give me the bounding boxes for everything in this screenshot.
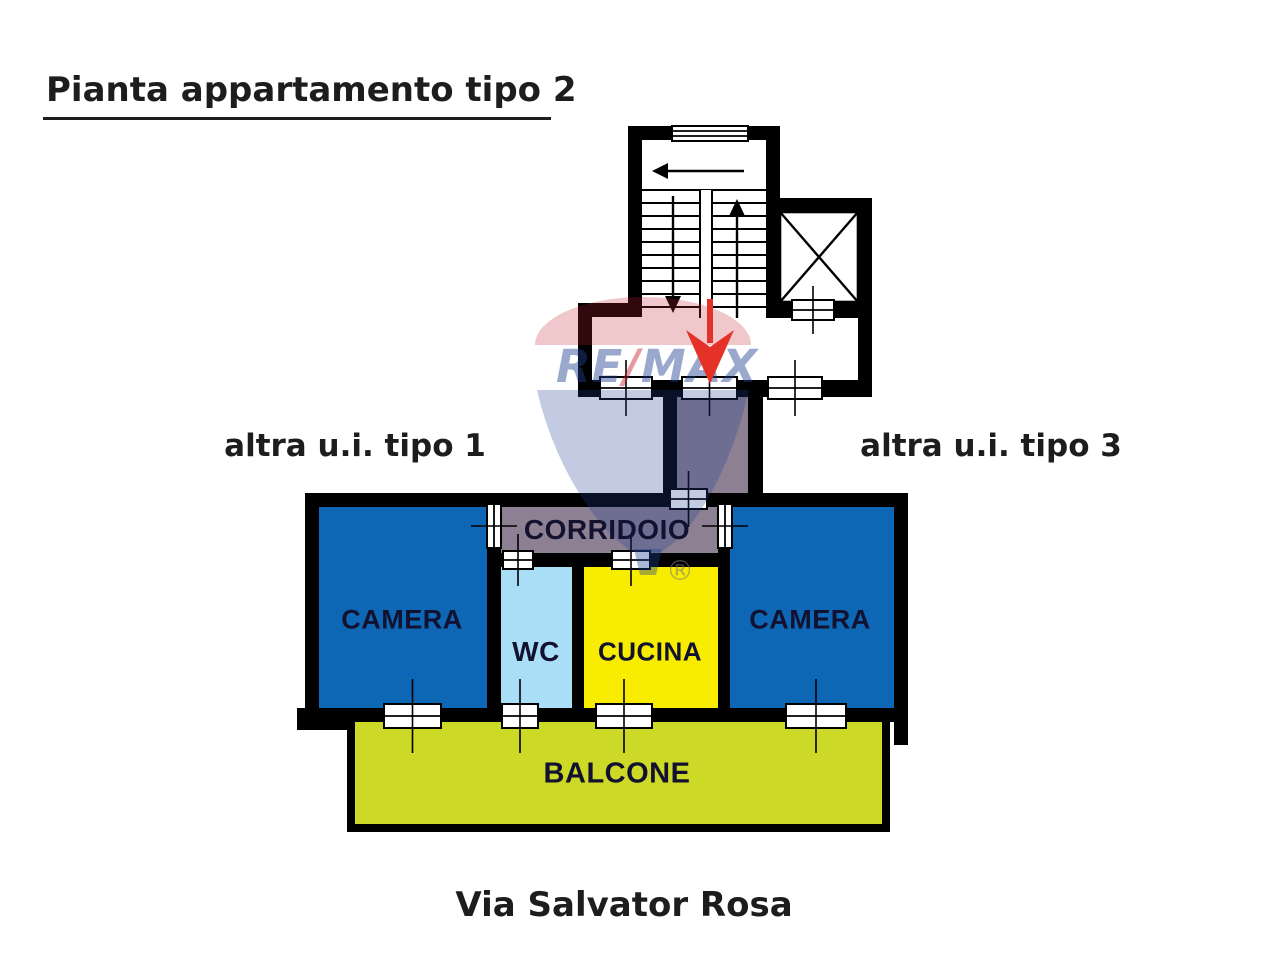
wall: [297, 708, 347, 730]
wall: [628, 126, 642, 312]
corridoio-label: CORRIDOIO: [523, 514, 691, 545]
landing-door-right: [767, 360, 823, 416]
openings: [383, 125, 847, 753]
remax-re: RE: [556, 340, 623, 393]
wall: [718, 507, 730, 708]
elevator: [778, 210, 860, 304]
balcone-label: BALCONE: [543, 757, 691, 790]
camera-left-label: CAMERA: [341, 604, 463, 635]
elevator-door: [791, 286, 835, 334]
cucina-label: CUCINA: [597, 636, 703, 667]
wall: [487, 507, 501, 708]
wall: [305, 493, 319, 722]
wall: [578, 303, 642, 317]
cucina-room: [584, 567, 718, 708]
wall: [766, 198, 872, 212]
adjacent-unit-right-label: altra u.i. tipo 3: [860, 428, 1122, 464]
registered-mark-icon: ®: [666, 554, 694, 587]
wc-door: [502, 534, 534, 586]
remax-logo-text: RE/MAX: [556, 340, 759, 393]
wall: [501, 553, 718, 567]
elevator-cross-icon: [779, 211, 859, 303]
wall: [858, 198, 872, 390]
camera-right-room: [730, 507, 894, 708]
cucina-window: [595, 679, 653, 753]
cucina-door: [611, 534, 651, 586]
wc-room: [501, 567, 572, 708]
entrance-arrow-icon: [686, 299, 734, 384]
balloon-bottom: [537, 390, 749, 552]
street-label: Via Salvator Rosa: [455, 885, 793, 925]
page-title: Pianta appartamento tipo 2: [46, 70, 577, 110]
wc-label: WC: [512, 636, 560, 667]
remax-watermark: RE/MAX ®: [535, 297, 759, 587]
stairs-up-arrow-icon: [729, 199, 745, 318]
wall: [578, 303, 592, 397]
camera-right-window: [785, 679, 847, 753]
corridoio-left-door: [471, 503, 517, 549]
balloon-top: [535, 297, 751, 345]
wall: [894, 493, 908, 745]
wall: [572, 567, 584, 708]
camera-left-window: [383, 679, 442, 753]
balloon-basket: [634, 549, 662, 575]
stairs-turn-arrow-icon: [652, 163, 744, 179]
staircase: [642, 163, 766, 318]
stairs-down-arrow-icon: [665, 196, 681, 313]
wall: [305, 493, 908, 507]
wc-window: [501, 679, 539, 753]
title-underline: [43, 117, 551, 120]
camera-right-label: CAMERA: [749, 604, 871, 635]
entry-to-corridoio-door: [669, 471, 708, 527]
wall: [663, 390, 677, 507]
landing-door-left: [599, 360, 653, 416]
rooms: [319, 397, 894, 832]
stair-divider: [699, 190, 713, 318]
balcone-room: [355, 722, 882, 824]
camera-left-room: [319, 507, 487, 708]
wall: [748, 390, 763, 507]
entrance-arrow-tail: [707, 299, 713, 343]
wall: [766, 126, 780, 318]
entrance-arrow-head: [686, 330, 734, 384]
stair-window: [671, 125, 749, 142]
corridoio-right-door: [702, 503, 748, 549]
adjacent-unit-left-label: altra u.i. tipo 1: [224, 428, 486, 464]
corridoio-room: [501, 507, 718, 553]
